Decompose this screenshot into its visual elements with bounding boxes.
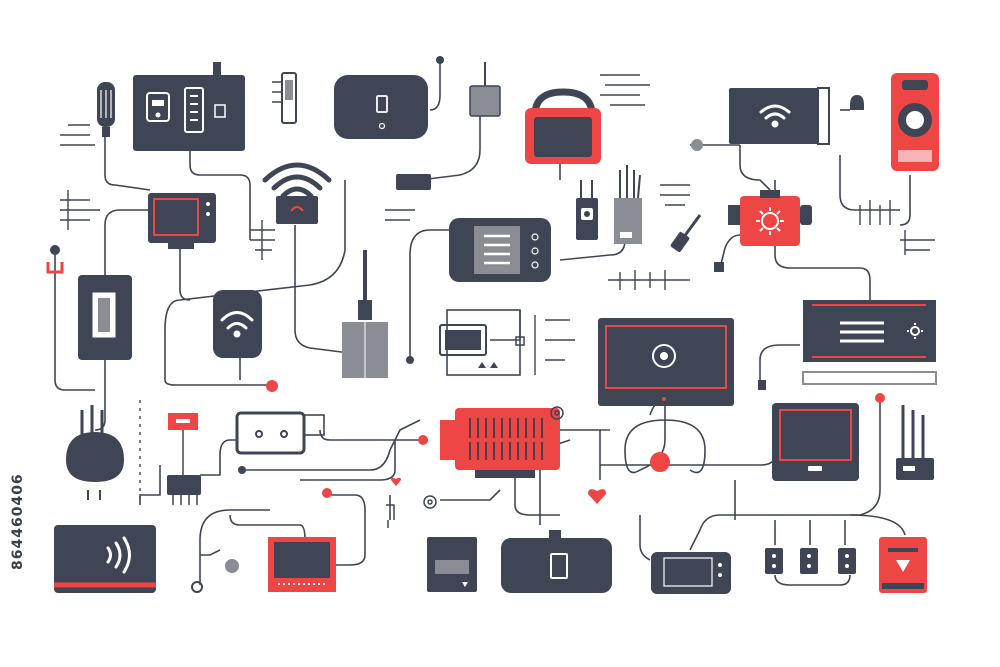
network-node	[650, 452, 670, 472]
power-module	[78, 275, 132, 360]
cable-adapter	[396, 174, 431, 190]
wire-end	[406, 356, 414, 364]
hub-device	[501, 530, 612, 593]
usb-stick	[576, 180, 598, 240]
rack-unit	[758, 300, 937, 390]
decorative-lines	[60, 74, 935, 500]
control-panel	[449, 218, 551, 282]
mesh-router	[66, 405, 124, 500]
wire-end	[238, 466, 246, 474]
gear-small-icon	[550, 406, 564, 420]
wall-switch	[272, 72, 297, 124]
antenna-router	[896, 405, 934, 480]
heart-icon	[588, 489, 606, 504]
monitor	[598, 318, 734, 406]
smart-speaker-box	[334, 56, 444, 139]
red-connector	[46, 245, 64, 274]
media-player	[235, 411, 325, 455]
small-chip	[714, 262, 724, 272]
tablet-right	[772, 403, 859, 481]
nfc-reader	[54, 525, 156, 593]
plug-pin	[386, 504, 395, 528]
pen-holder	[614, 165, 642, 244]
contactless-icon	[106, 536, 131, 574]
wire-end	[191, 581, 203, 593]
stock-id-text: 864460406	[10, 473, 26, 570]
sensor-cap	[850, 95, 864, 110]
gray-dot	[691, 139, 703, 151]
wifi-hub	[213, 290, 262, 358]
network-node	[418, 435, 428, 445]
red-alarm-box	[879, 537, 927, 593]
gear-icon	[756, 207, 784, 235]
wifi-icon	[759, 104, 791, 128]
wifi-display	[729, 87, 830, 145]
network-node	[875, 393, 885, 403]
red-server	[440, 408, 560, 478]
usb-plug	[97, 82, 115, 137]
router-box	[133, 62, 245, 151]
laptop	[439, 309, 525, 376]
gray-plug	[469, 62, 501, 117]
connecting-wires	[54, 60, 911, 586]
small-tablet	[148, 193, 216, 249]
heart-icon	[391, 477, 401, 486]
network-node	[266, 380, 278, 392]
gear-small-icon	[423, 495, 437, 509]
red-speaker	[525, 88, 601, 164]
gray-dot	[225, 559, 239, 573]
socket-row	[765, 548, 856, 574]
red-motor	[728, 190, 812, 246]
probe-tool	[670, 214, 702, 253]
camera-icon	[898, 103, 932, 137]
red-screen	[268, 537, 336, 592]
settings-icon	[907, 323, 923, 339]
handheld-device	[651, 552, 731, 594]
wifi-router	[262, 162, 332, 224]
stock-id-label: 864460406	[8, 420, 32, 570]
red-camera	[891, 73, 939, 171]
red-tag	[167, 413, 201, 505]
network-node	[322, 488, 332, 498]
storage-box	[427, 537, 477, 592]
gray-antenna-box	[342, 250, 388, 378]
